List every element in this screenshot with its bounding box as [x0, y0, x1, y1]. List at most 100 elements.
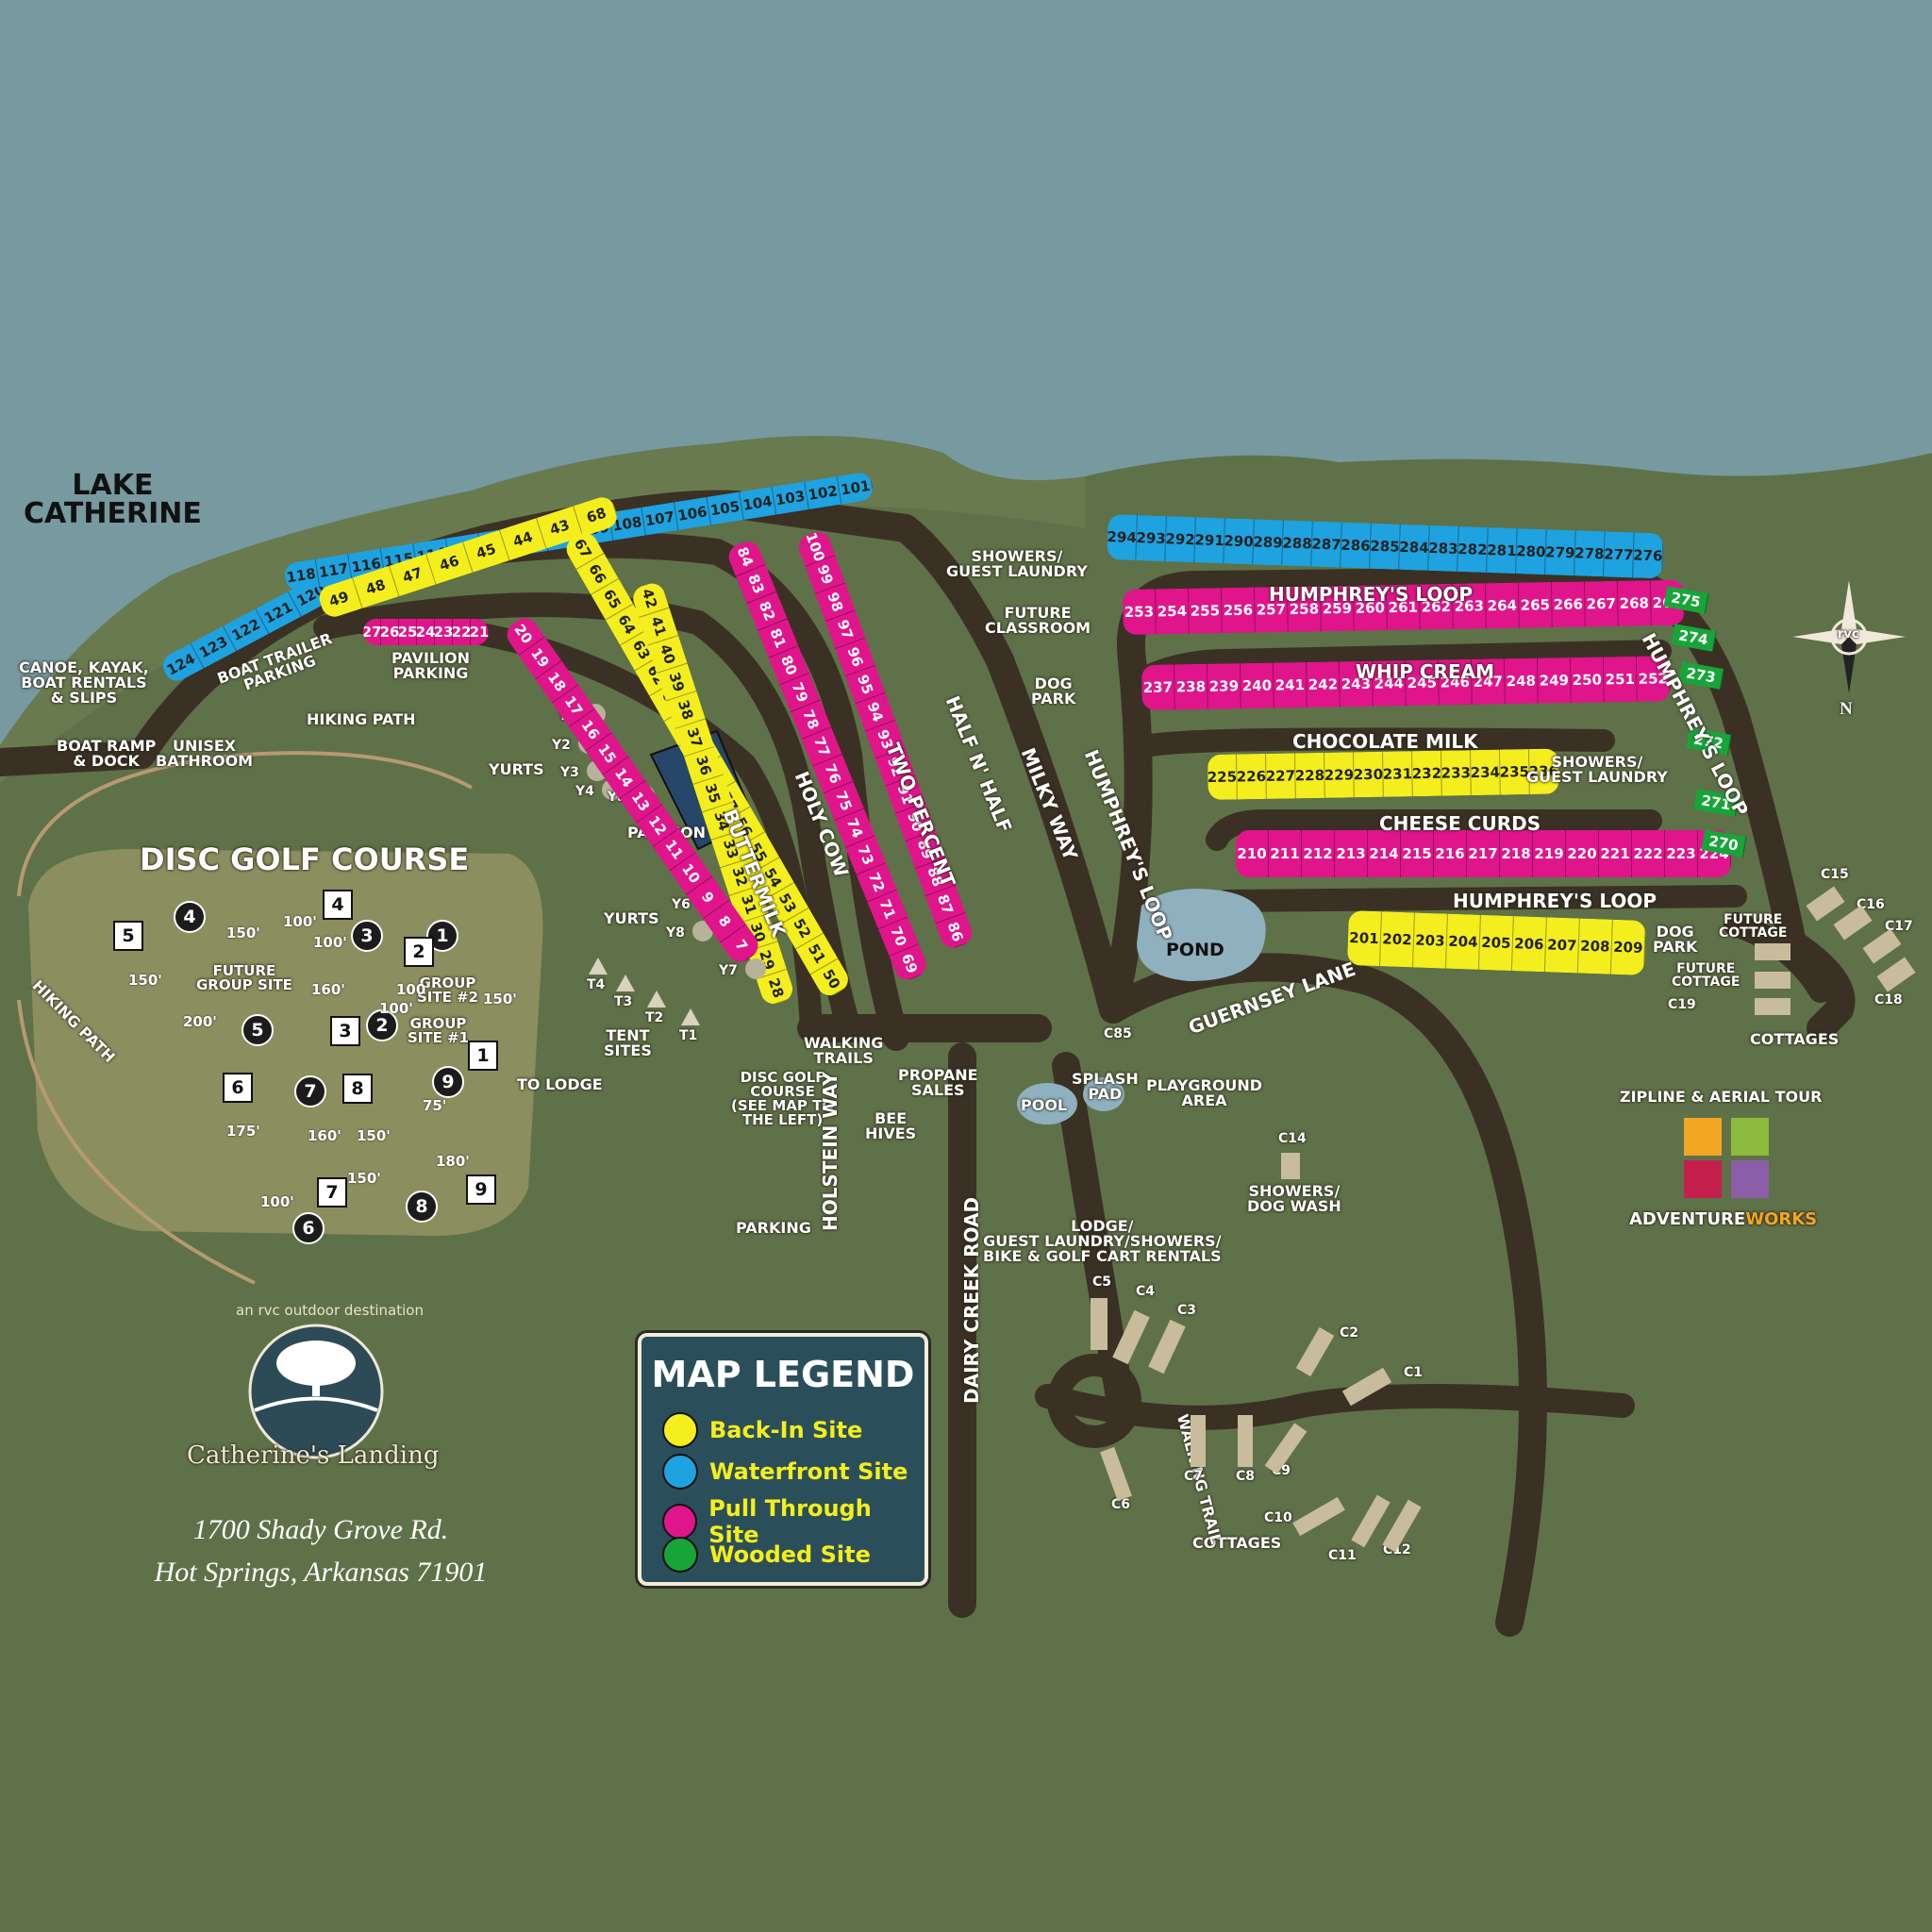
site-285[interactable]: 285	[1370, 523, 1401, 570]
site-106[interactable]: 106	[674, 496, 712, 530]
site-291[interactable]: 291	[1194, 517, 1225, 564]
site-107[interactable]: 107	[641, 502, 679, 536]
site-27[interactable]: 27	[363, 619, 381, 645]
cottage-building[interactable]	[1281, 1153, 1300, 1179]
site-240[interactable]: 240	[1240, 662, 1274, 709]
site-210[interactable]: 210	[1236, 830, 1269, 877]
site-201[interactable]: 201	[1346, 910, 1382, 967]
site-266[interactable]: 266	[1551, 581, 1586, 628]
site-248[interactable]: 248	[1504, 658, 1539, 705]
to-lodge-link[interactable]: TO LODGE	[517, 1075, 603, 1093]
site-216[interactable]: 216	[1434, 830, 1467, 877]
site-284[interactable]: 284	[1399, 524, 1430, 571]
site-264[interactable]: 264	[1485, 582, 1520, 629]
site-211[interactable]: 211	[1269, 830, 1302, 877]
site-229[interactable]: 229	[1324, 752, 1355, 798]
site-232[interactable]: 232	[1412, 750, 1442, 797]
site-282[interactable]: 282	[1457, 525, 1489, 574]
site-292[interactable]: 292	[1165, 516, 1196, 563]
tent-label-T4: T4	[587, 977, 606, 992]
site-287[interactable]: 287	[1311, 521, 1342, 568]
site-207[interactable]: 207	[1544, 917, 1580, 974]
site-26[interactable]: 26	[380, 619, 399, 645]
disc-golf-distance: 150'	[128, 972, 162, 989]
yurt-label-Y6: Y6	[672, 897, 691, 912]
site-203[interactable]: 203	[1412, 912, 1448, 969]
site-220[interactable]: 220	[1566, 830, 1599, 877]
cottage-building[interactable]	[1191, 1415, 1206, 1467]
site-102[interactable]: 102	[805, 475, 842, 510]
site-219[interactable]: 219	[1533, 830, 1566, 877]
site-227[interactable]: 227	[1266, 753, 1296, 799]
site-212[interactable]: 212	[1302, 830, 1335, 877]
site-213[interactable]: 213	[1335, 830, 1368, 877]
site-265[interactable]: 265	[1518, 582, 1553, 628]
site-215[interactable]: 215	[1401, 830, 1434, 877]
site-293[interactable]: 293	[1136, 515, 1167, 562]
site-250[interactable]: 250	[1570, 657, 1605, 704]
parking-label: PARKING	[736, 1219, 811, 1237]
site-230[interactable]: 230	[1354, 751, 1384, 798]
cottage-building[interactable]	[1755, 998, 1790, 1015]
site-21[interactable]: 21	[470, 619, 489, 645]
site-233[interactable]: 233	[1441, 750, 1472, 796]
site-276[interactable]: 276	[1633, 532, 1664, 579]
site-277[interactable]: 277	[1604, 531, 1635, 578]
site-278[interactable]: 278	[1574, 530, 1606, 577]
site-238[interactable]: 238	[1174, 663, 1208, 710]
site-280[interactable]: 280	[1516, 528, 1547, 575]
site-279[interactable]: 279	[1545, 529, 1576, 576]
site-234[interactable]: 234	[1471, 749, 1501, 796]
site-209[interactable]: 209	[1610, 919, 1646, 975]
site-221[interactable]: 221	[1599, 830, 1632, 877]
disc-golf-tee-2: 2	[404, 937, 434, 967]
site-22[interactable]: 22	[452, 619, 471, 645]
site-205[interactable]: 205	[1478, 914, 1514, 972]
cottage-building[interactable]	[1755, 972, 1790, 989]
site-105[interactable]: 105	[707, 491, 744, 525]
site-235[interactable]: 235	[1500, 749, 1530, 795]
site-231[interactable]: 231	[1383, 751, 1413, 797]
site-251[interactable]: 251	[1603, 656, 1638, 703]
site-242[interactable]: 242	[1306, 661, 1341, 708]
site-208[interactable]: 208	[1577, 918, 1613, 974]
site-214[interactable]: 214	[1368, 830, 1401, 877]
site-217[interactable]: 217	[1467, 830, 1500, 877]
cottage-building[interactable]	[1091, 1298, 1108, 1350]
site-222[interactable]: 222	[1632, 830, 1665, 877]
site-239[interactable]: 239	[1207, 663, 1241, 709]
site-253[interactable]: 253	[1123, 589, 1157, 635]
site-218[interactable]: 218	[1500, 830, 1533, 877]
site-103[interactable]: 103	[772, 481, 809, 515]
site-237[interactable]: 237	[1141, 664, 1175, 710]
site-281[interactable]: 281	[1487, 527, 1518, 575]
site-288[interactable]: 288	[1282, 520, 1313, 567]
cottage-building[interactable]	[1755, 943, 1790, 960]
site-206[interactable]: 206	[1511, 916, 1547, 973]
site-225[interactable]: 225	[1208, 754, 1238, 800]
site-24[interactable]: 24	[416, 619, 435, 645]
site-267[interactable]: 267	[1584, 580, 1619, 627]
site-254[interactable]: 254	[1155, 588, 1190, 635]
site-204[interactable]: 204	[1445, 913, 1481, 970]
site-249[interactable]: 249	[1537, 658, 1572, 704]
cottage-building[interactable]	[1238, 1415, 1253, 1467]
site-202[interactable]: 202	[1379, 911, 1415, 968]
site-226[interactable]: 226	[1237, 753, 1267, 800]
site-256[interactable]: 256	[1221, 587, 1256, 634]
site-289[interactable]: 289	[1253, 519, 1284, 566]
site-283[interactable]: 283	[1428, 525, 1459, 572]
site-228[interactable]: 228	[1295, 752, 1325, 799]
site-223[interactable]: 223	[1665, 830, 1698, 877]
disc-golf-distance: 180'	[436, 1153, 470, 1170]
site-104[interactable]: 104	[739, 486, 777, 520]
site-241[interactable]: 241	[1273, 661, 1307, 708]
site-268[interactable]: 268	[1617, 580, 1652, 626]
site-23[interactable]: 23	[434, 619, 453, 645]
yurt-marker[interactable]	[745, 958, 766, 979]
site-255[interactable]: 255	[1188, 588, 1223, 634]
site-25[interactable]: 25	[398, 619, 417, 645]
site-286[interactable]: 286	[1341, 522, 1372, 569]
site-290[interactable]: 290	[1224, 518, 1255, 565]
site-294[interactable]: 294	[1107, 514, 1138, 561]
